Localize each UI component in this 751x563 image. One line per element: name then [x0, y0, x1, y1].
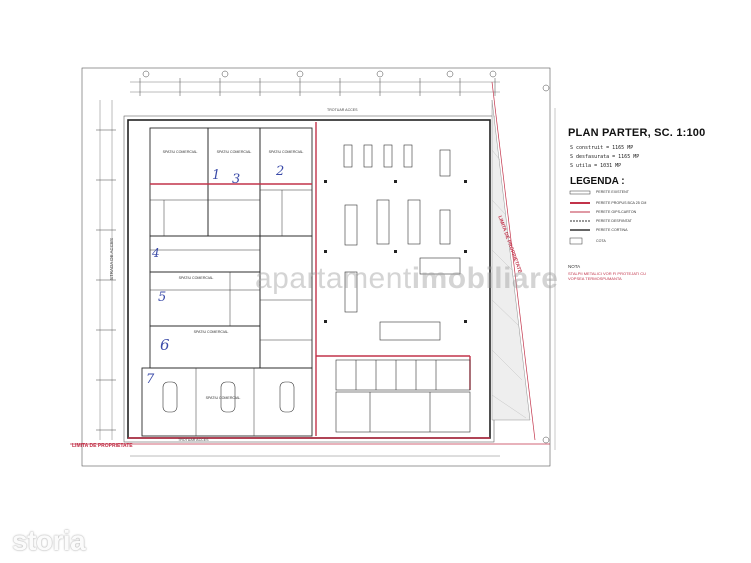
bottom-access-label: TROTUAR ACCES: [178, 438, 209, 442]
legend-title: LEGENDA :: [570, 176, 625, 187]
legend-item: COTA: [596, 239, 606, 243]
handwritten-number: 7: [146, 372, 155, 387]
sheet-border: [81, 67, 551, 467]
structural-columns: [324, 180, 467, 323]
handwritten-number: 2: [276, 164, 285, 179]
handwritten-number: 6: [160, 336, 170, 354]
store-shelves: [343, 144, 461, 341]
watermark-word: apartament: [255, 262, 412, 295]
room-label: SPATIU COMERCIAL: [205, 396, 241, 400]
watermark-word-bold: imobiliare: [411, 262, 559, 295]
stat-usable-area: S utila = 1031 MP: [570, 163, 622, 169]
handwritten-number: 4: [152, 246, 160, 260]
legend-swatches: [569, 190, 591, 245]
hatched-zone: [491, 99, 531, 421]
retail-units: [141, 127, 313, 437]
interior-partitions: [150, 189, 312, 436]
legend-item: PERETE CORTINA: [596, 228, 628, 232]
dimension-ticks: [96, 78, 496, 431]
nota-label: NOTA: [568, 264, 581, 269]
room-label: SPATIU COMERCIAL: [162, 150, 198, 154]
room-label: SPATIU COMERCIAL: [216, 150, 252, 154]
legend-item: PERETE EXISTENT: [596, 190, 629, 194]
property-limit-label: LIMITA DE PROPRIETATE: [72, 443, 133, 449]
storia-logo: storia: [12, 525, 86, 556]
sanitary-block: [335, 359, 471, 433]
watermark-center: apartamentimobiliare: [255, 262, 558, 296]
top-access-label: TROTUAR ACCES: [327, 108, 358, 112]
stat-built-area: S construit = 1165 MP: [570, 145, 634, 151]
plan-title: PLAN PARTER, SC. 1:100: [568, 127, 706, 139]
handwritten-number: 3: [232, 172, 241, 187]
handwritten-number: 5: [158, 290, 167, 305]
room-label: SPATIU COMERCIAL: [178, 276, 214, 280]
room-label: SPATIU COMERCIAL: [193, 330, 229, 334]
legend-item: PERETE PROPUS BCA 25 CM: [596, 201, 647, 205]
dimension-lines: [99, 81, 500, 457]
handwritten-number: 1: [212, 168, 221, 183]
car-icon: [162, 381, 295, 413]
nota-text: STALPII METALICI VOR FI PROTEJATI CU VOP…: [568, 271, 647, 281]
stat-developed-area: S desfasurata = 1165 MP: [570, 154, 640, 160]
grid-axes: [142, 70, 550, 444]
side-street-label: STRADA DE ACCES: [109, 237, 114, 280]
property-limit: [70, 81, 550, 445]
legend-item: PERETE GIPS-CARTON: [596, 210, 637, 214]
room-label: SPATIU COMERCIAL: [268, 150, 304, 154]
legend-item: PERETE DESFIINTAT: [596, 219, 632, 223]
